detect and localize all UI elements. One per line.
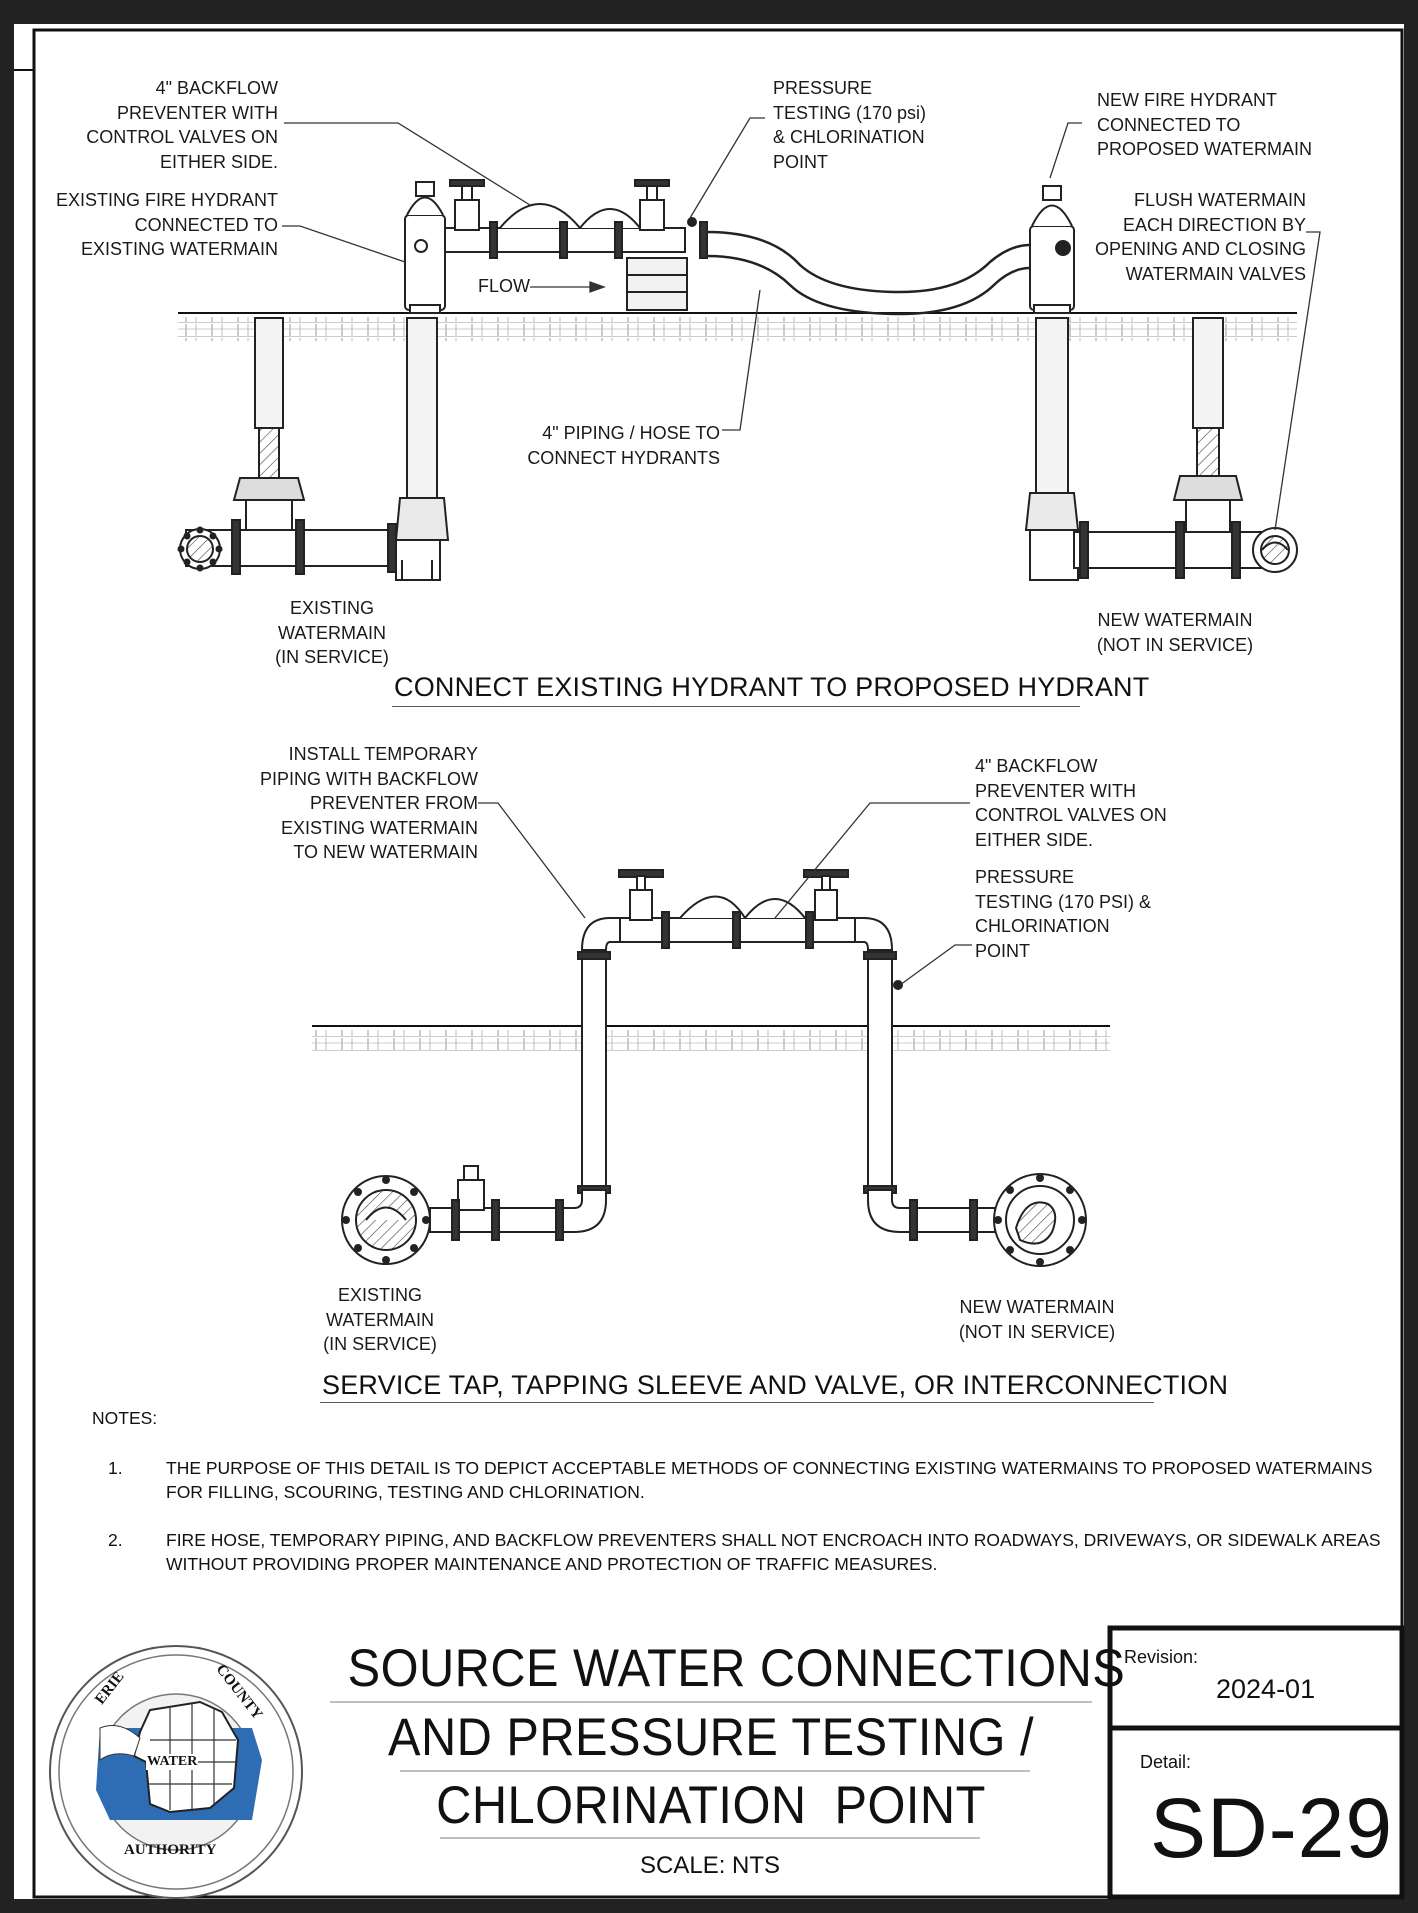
new-watermain-valve [1073,317,1298,579]
note-2-line-2: WITHOUT PROVIDING PROPER MAINTENANCE AND… [166,1554,938,1574]
label-existing-watermain-2: EXISTING WATERMAIN (IN SERVICE) [323,1285,437,1354]
label-pressure-testing-point: PRESSURE TESTING (170 psi) & CHLORINATIO… [773,78,927,172]
notes-heading: NOTES: [92,1408,158,1428]
diagram1-subtitle: CONNECT EXISTING HYDRANT TO PROPOSED HYD… [394,672,1150,702]
title-line-1: SOURCE WATER CONNECTIONS [347,1639,1126,1698]
diagram2-new-main [993,1173,1087,1267]
note-2-line-1: FIRE HOSE, TEMPORARY PIPING, AND BACKFLO… [166,1530,1381,1550]
title-block-frame [330,1625,1405,1900]
temporary-piping [429,869,996,1241]
scale-label: SCALE: NTS [640,1852,781,1879]
diagram1-ground [178,312,1297,341]
connecting-hose [706,230,1031,316]
detail-value: SD-29 [1150,1781,1394,1875]
label-existing-fire-hydrant: EXISTING FIRE HYDRANT CONNECTED TO EXIST… [55,190,278,259]
note-1-line-1: THE PURPOSE OF THIS DETAIL IS TO DEPICT … [166,1458,1373,1478]
diagram2-subtitle: SERVICE TAP, TAPPING SLEEVE AND VALVE, O… [322,1370,1229,1400]
label-flush-watermain: FLUSH WATERMAIN EACH DIRECTION BY OPENIN… [1094,190,1306,284]
label-existing-watermain: EXISTING WATERMAIN (IN SERVICE) [275,598,389,667]
logo-text-authority: AUTHORITY [124,1842,217,1858]
diagram1-subtitle-underline [392,706,1080,707]
label-install-temporary-piping: INSTALL TEMPORARY PIPING WITH BACKFLOW P… [259,744,478,862]
label-new-watermain-2: NEW WATERMAIN (NOT IN SERVICE) [958,1297,1116,1342]
diagram1-leader-lines [282,117,1321,531]
new-hydrant [1024,185,1080,581]
label-pressure-testing-point-2: PRESSURE TESTING (170 PSI) & CHLORINATIO… [975,867,1152,961]
diagram2-subtitle-underline [320,1402,1154,1403]
note-1-line-2: FOR FILLING, SCOURING, TESTING AND CHLOR… [166,1482,645,1502]
label-piping-hose: 4" PIPING / HOSE TO CONNECT HYDRANTS [527,423,720,468]
existing-watermain-valve [177,317,397,575]
revision-label: Revision: [1124,1647,1199,1667]
erie-county-water-authority-logo [49,1645,303,1899]
detail-label: Detail: [1140,1752,1192,1772]
label-new-fire-hydrant: NEW FIRE HYDRANT CONNECTED TO PROPOSED W… [1097,90,1313,159]
note-1-number: 1. [108,1458,123,1478]
label-flow: FLOW [478,276,530,296]
label-backflow-preventer-2: 4" BACKFLOW PREVENTER WITH CONTROL VALVE… [975,756,1167,850]
title-line-3: CHLORINATION POINT [436,1776,986,1835]
diagram1-backflow-assembly [444,179,708,311]
title-line-2: AND PRESSURE TESTING / [388,1708,1034,1767]
diagram2-leader-lines [478,802,972,986]
diagram2-existing-main [341,1175,431,1265]
note-2-number: 2. [108,1530,123,1550]
diagram2-ground [312,1025,1110,1052]
label-backflow-preventer: 4" BACKFLOW PREVENTER WITH CONTROL VALVE… [86,78,278,172]
logo-text-water: WATER [146,1754,199,1770]
existing-hydrant [394,181,450,581]
revision-value: 2024-01 [1216,1674,1316,1704]
label-new-watermain: NEW WATERMAIN (NOT IN SERVICE) [1096,610,1254,655]
